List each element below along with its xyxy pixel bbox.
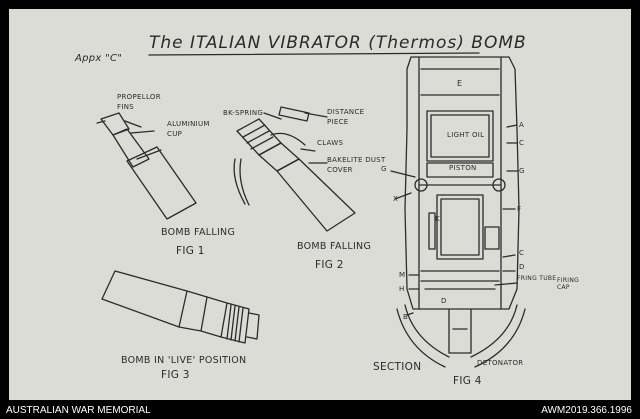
fig2-label-bakelite-dust-cover: BAKELITE DUST COVER: [327, 156, 386, 174]
appendix-label: Appx "C": [75, 53, 123, 64]
fig4-label-d: D: [519, 263, 525, 271]
document-sheet: The ITALIAN VIBRATOR (Thermos) BOMB Appx…: [9, 9, 631, 400]
fig4-label-x: X: [393, 195, 399, 203]
fig4-label-g-left: G: [381, 165, 387, 173]
document-title: The ITALIAN VIBRATOR (Thermos) BOMB: [149, 33, 527, 53]
fig4-label-h: H: [399, 285, 405, 293]
fig4-label-c-upper: C: [519, 139, 525, 147]
fig2-label-distance-piece: DISTANCE PIECE: [327, 108, 365, 126]
fig4-label-detonator: DETONATOR: [477, 359, 524, 367]
fig4-drawing: [396, 56, 526, 368]
fig2-label-claws: CLAWS: [317, 139, 344, 147]
fig4-label-light-oil: LIGHT OIL: [447, 131, 485, 139]
fig4-label-e: E: [457, 79, 463, 88]
fig2-label-bk-spring: BK-SPRING: [223, 109, 264, 117]
fig1-caption: BOMB FALLING: [161, 227, 236, 238]
fig2-caption: BOMB FALLING: [297, 241, 372, 252]
fig4-section-label: SECTION: [373, 361, 422, 373]
technical-drawing: [96, 52, 526, 368]
fig1-label-aluminium-cup: ALUMINIUM CUP: [167, 120, 210, 138]
footer-accession-number: AWM2019.366.1996: [541, 405, 632, 416]
fig4-number: FIG 4: [453, 375, 482, 387]
fig4-label-m: M: [399, 271, 406, 279]
fig4-label-c-lower: C: [519, 249, 525, 257]
fig1-number: FIG 1: [176, 245, 205, 257]
footer-institution: AUSTRALIAN WAR MEMORIAL: [6, 405, 151, 416]
fig3-drawing: [101, 270, 260, 344]
fig4-label-firing-cap: FIRING CAP: [557, 277, 580, 291]
fig4-label-b: B: [403, 313, 409, 321]
fig2-number: FIG 2: [315, 259, 344, 271]
fig4-label-d-inner: D: [441, 297, 447, 305]
fig4-label-a: A: [519, 121, 525, 129]
fig3-number: FIG 3: [161, 369, 190, 381]
fig1-drawing: [96, 112, 197, 220]
title-underline: [148, 52, 480, 56]
fig4-label-fring-tube: FRING TUBE: [517, 275, 557, 282]
fig3-caption: BOMB IN 'LIVE' POSITION: [121, 355, 247, 366]
fig4-label-k: K: [435, 215, 440, 223]
fig4-label-piston: PISTON: [449, 164, 477, 172]
fig4-label-f: F: [517, 205, 522, 213]
fig4-label-g-right: G: [519, 167, 525, 175]
fig2-drawing: [233, 106, 356, 232]
fig1-label-propeller-fins: PROPELLOR FINS: [117, 93, 161, 111]
